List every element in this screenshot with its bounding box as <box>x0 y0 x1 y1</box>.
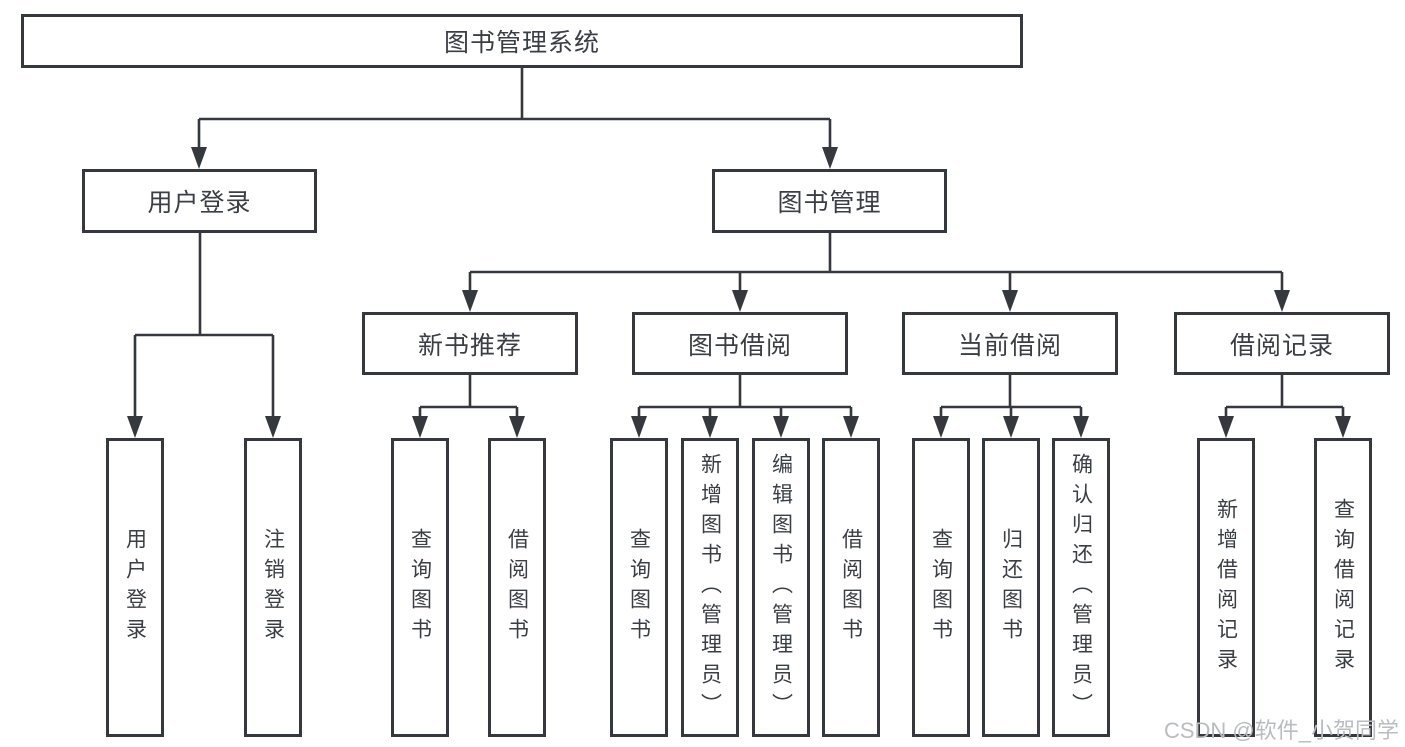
node-user-login: 用户登录 <box>82 169 317 233</box>
node-label: 借阅记录 <box>1229 331 1334 360</box>
leaf-label: 借阅图书 <box>839 527 863 648</box>
leaf-label: 借阅图书 <box>505 527 529 648</box>
leaf-confirm-return-admin: 确认归还（管理员） <box>1052 438 1110 737</box>
node-new-book-recommend: 新书推荐 <box>362 312 578 375</box>
node-label: 当前借阅 <box>957 331 1062 360</box>
leaf-label: 用户登录 <box>123 527 147 648</box>
leaf-recommend-borrow-books: 借阅图书 <box>488 438 546 737</box>
leaf-return-books: 归还图书 <box>982 438 1040 737</box>
leaf-user-login: 用户登录 <box>106 438 164 737</box>
leaf-label: 新增借阅记录 <box>1214 497 1238 678</box>
leaf-label: 归还图书 <box>999 527 1023 648</box>
node-current-borrow: 当前借阅 <box>902 312 1118 375</box>
node-borrow-records: 借阅记录 <box>1174 312 1390 375</box>
leaf-borrow-query-books: 查询图书 <box>610 438 668 737</box>
leaf-label: 新增图书（管理员） <box>698 452 722 723</box>
leaf-logout: 注销登录 <box>244 438 302 737</box>
leaf-add-borrow-record: 新增借阅记录 <box>1197 438 1255 737</box>
leaf-borrow-books: 借阅图书 <box>822 438 880 737</box>
leaf-label: 确认归还（管理员） <box>1069 452 1093 723</box>
leaf-edit-books-admin: 编辑图书（管理员） <box>752 438 810 737</box>
node-book-management: 图书管理 <box>712 169 947 233</box>
node-label: 图书借阅 <box>687 331 792 360</box>
leaf-label: 查询图书 <box>408 527 432 648</box>
leaf-label: 编辑图书（管理员） <box>769 452 793 723</box>
leaf-label: 查询借阅记录 <box>1331 497 1355 678</box>
node-label: 图书管理系统 <box>443 29 600 57</box>
node-library-management-system: 图书管理系统 <box>21 14 1023 68</box>
arrowhead-icons <box>127 147 1351 438</box>
leaf-label: 查询图书 <box>627 527 651 648</box>
leaf-current-query-books: 查询图书 <box>912 438 970 737</box>
node-label: 图书管理 <box>777 189 882 217</box>
leaf-recommend-query-books: 查询图书 <box>391 438 449 737</box>
leaf-query-borrow-record: 查询借阅记录 <box>1314 438 1372 737</box>
node-label: 用户登录 <box>147 189 252 217</box>
node-book-borrow: 图书借阅 <box>632 312 848 375</box>
leaf-add-books-admin: 新增图书（管理员） <box>681 438 739 737</box>
leaf-label: 注销登录 <box>261 527 285 648</box>
node-label: 新书推荐 <box>417 331 522 360</box>
leaf-label: 查询图书 <box>929 527 953 648</box>
